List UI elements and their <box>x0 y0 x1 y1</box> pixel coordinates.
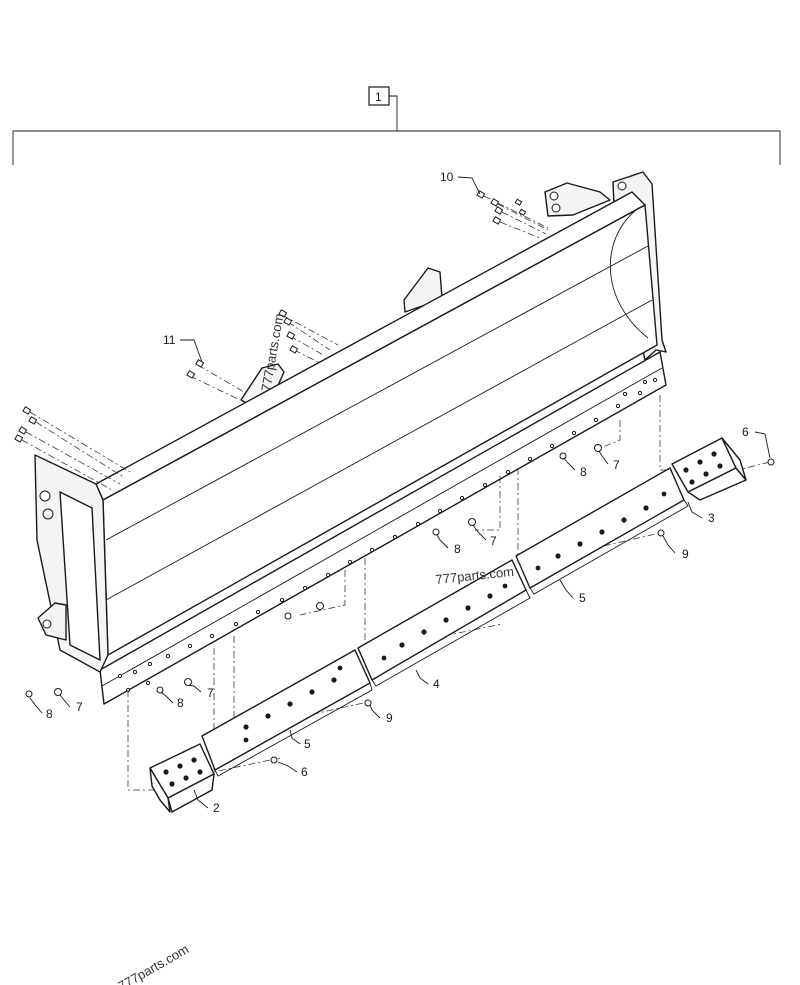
callout-2: 2 <box>213 801 220 815</box>
callout-9-left: 9 <box>386 711 393 725</box>
cutting-edge-segment-middle <box>357 559 531 687</box>
callout-11: 11 <box>163 333 176 347</box>
callout-8-c: 8 <box>454 542 461 556</box>
callout-7-b: 7 <box>207 686 214 700</box>
callout-8-b: 8 <box>177 696 184 710</box>
callout-5-right: 5 <box>579 591 586 605</box>
watermark-vertical: 777parts.com <box>258 312 286 392</box>
callout-3: 3 <box>708 511 715 525</box>
callout-8-d: 8 <box>580 465 587 479</box>
end-bit-right <box>671 437 747 501</box>
callout-7-c: 7 <box>490 534 497 548</box>
callout-6-right: 6 <box>742 425 749 439</box>
callout-10: 10 <box>440 170 454 184</box>
callout-7-d: 7 <box>613 458 620 472</box>
right-hinge <box>544 182 611 217</box>
callout-7-a: 7 <box>76 700 83 714</box>
leader-lines <box>29 176 771 809</box>
plow-bolts <box>270 458 775 764</box>
watermark-bottom: 777parts.com <box>116 941 192 985</box>
callout-8-a: 8 <box>46 707 53 721</box>
callout-4: 4 <box>433 677 440 691</box>
cutting-edge-base <box>99 351 667 705</box>
left-hinge <box>37 602 67 641</box>
assembly-bracket: 1 <box>12 86 781 165</box>
callout-5-left: 5 <box>304 737 311 751</box>
end-bit-left <box>149 743 215 813</box>
callout-labels: 10 11 6 3 9 5 4 9 5 6 2 8 7 8 7 8 7 8 7 <box>46 170 749 815</box>
bucket-blade <box>34 171 667 705</box>
cutting-edge-segment-left <box>201 649 373 777</box>
left-plate-face <box>59 491 101 661</box>
nuts-and-washers <box>25 444 602 698</box>
edge-bolt-holes <box>117 377 658 693</box>
callout-9-right: 9 <box>682 547 689 561</box>
callout-6-left: 6 <box>301 765 308 779</box>
cutting-edge-segment-right <box>515 467 689 595</box>
callout-1: 1 <box>375 90 382 104</box>
bolts-item-10 <box>476 190 527 225</box>
bolts-top-left <box>14 406 38 443</box>
bolts-item-11 <box>186 309 299 379</box>
